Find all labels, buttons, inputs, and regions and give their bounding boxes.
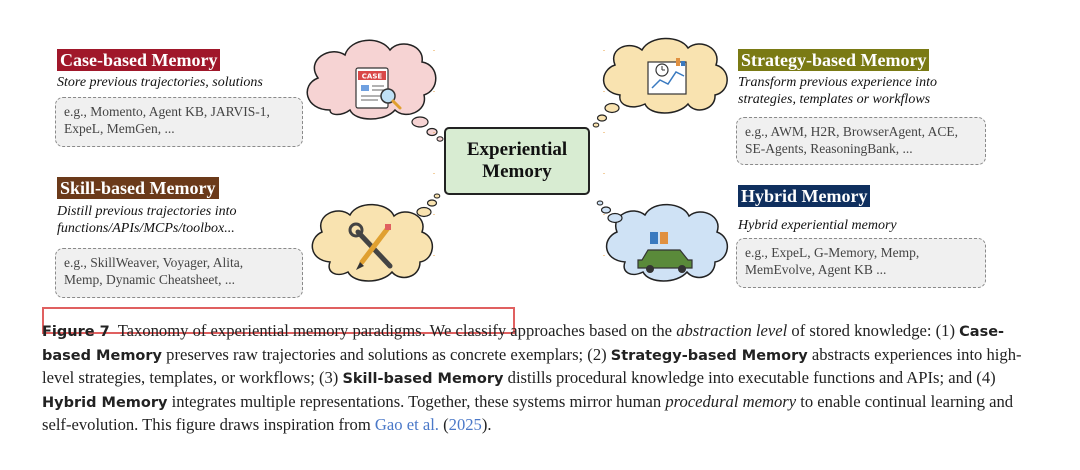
caption-bold-hybrid: Hybrid Memory <box>42 394 168 411</box>
skill-examples: e.g., SkillWeaver, Voyager, Alita, Memp,… <box>55 248 303 298</box>
case-title: Case-based Memory <box>57 49 221 71</box>
caption-text-1: We classify approaches based on the <box>429 321 673 340</box>
strategy-title: Strategy-based Memory <box>738 49 930 71</box>
hybrid-title: Hybrid Memory <box>738 185 871 207</box>
center-line2: Memory <box>482 161 552 182</box>
tools-icon <box>348 222 393 270</box>
skill-cloud <box>311 193 441 282</box>
caption-text-2: preserves raw trajectories and solutions… <box>166 344 607 364</box>
strategy-examples-line2: SE-Agents, ReasoningBank, ... <box>745 141 913 156</box>
case-examples: e.g., Momento, Agent KB, JARVIS-1, ExpeL… <box>55 97 303 147</box>
citation-author-link[interactable]: Gao et al. <box>374 415 439 435</box>
hybrid-examples: e.g., ExpeL, G-Memory, Memp, MemEvolve, … <box>736 238 986 288</box>
strategy-subtitle: Transform previous experience into strat… <box>738 74 937 108</box>
caption-title: Taxonomy of experiential memory paradigm… <box>117 321 426 340</box>
citation-year-link[interactable]: 2025 <box>448 415 482 435</box>
skill-subtitle-line2: functions/APIs/MCPs/toolbox... <box>57 221 235 236</box>
caption-bold-case: Case-based Memory <box>42 324 1005 364</box>
car-icon <box>637 232 693 273</box>
skill-examples-line2: Memp, Dynamic Cheatsheet, ... <box>64 272 235 287</box>
caption-italic-1: abstraction level <box>676 321 788 340</box>
case-subtitle: Store previous trajectories, solutions <box>57 75 263 90</box>
figure-artwork: CASE <box>306 37 728 290</box>
hybrid-examples-line1: e.g., ExpeL, G-Memory, Memp, <box>745 245 920 260</box>
caption-bold-strategy: Strategy-based Memory <box>610 347 808 364</box>
caption-text-1b: of stored knowledge: (1) <box>791 321 955 340</box>
skill-subtitle: Distill previous trajectories into funct… <box>57 203 237 237</box>
strategy-subtitle-line1: Transform previous experience into <box>738 75 937 90</box>
caption-text-3: abstracts experiences into high-level st… <box>42 344 1022 388</box>
caption-bold-skill: Skill-based Memory <box>342 371 504 388</box>
caption-text-5: integrates multiple representations. Tog… <box>171 391 662 411</box>
skill-subtitle-line1: Distill previous trajectories into <box>57 204 237 219</box>
case-examples-line1: e.g., Momento, Agent KB, JARVIS-1, <box>64 104 270 119</box>
caption-label: Figure 7 <box>42 324 110 340</box>
hybrid-subtitle: Hybrid experiential memory <box>738 218 897 233</box>
strategy-examples-line1: e.g., AWM, H2R, BrowserAgent, ACE, <box>745 124 959 139</box>
skill-examples-line1: e.g., SkillWeaver, Voyager, Alita, <box>64 255 244 270</box>
strategy-examples: e.g., AWM, H2R, BrowserAgent, ACE, SE-Ag… <box>736 117 986 165</box>
experiential-memory-box: Experiential Memory <box>444 127 590 195</box>
caption-text-7: ). <box>481 415 492 435</box>
caption-text-6: to enable continual learning and self-ev… <box>42 391 1014 435</box>
caption-title-highlight <box>42 307 515 334</box>
hybrid-examples-line2: MemEvolve, Agent KB ... <box>745 262 887 277</box>
figure-caption: Figure 7 Taxonomy of experiential memory… <box>42 321 1022 435</box>
skill-title: Skill-based Memory <box>57 177 219 199</box>
strategy-chart-icon <box>647 58 687 95</box>
case-icon-label: CASE <box>362 73 383 81</box>
caption-italic-2: procedural memory <box>665 391 797 411</box>
strategy-subtitle-line2: strategies, templates or workflows <box>738 92 931 107</box>
center-line1: Experiential <box>466 139 568 160</box>
case-examples-line2: ExpeL, MemGen, ... <box>64 121 175 136</box>
caption-text-4: distills procedural knowledge into execu… <box>507 368 996 388</box>
case-document-icon: CASE <box>355 67 402 110</box>
